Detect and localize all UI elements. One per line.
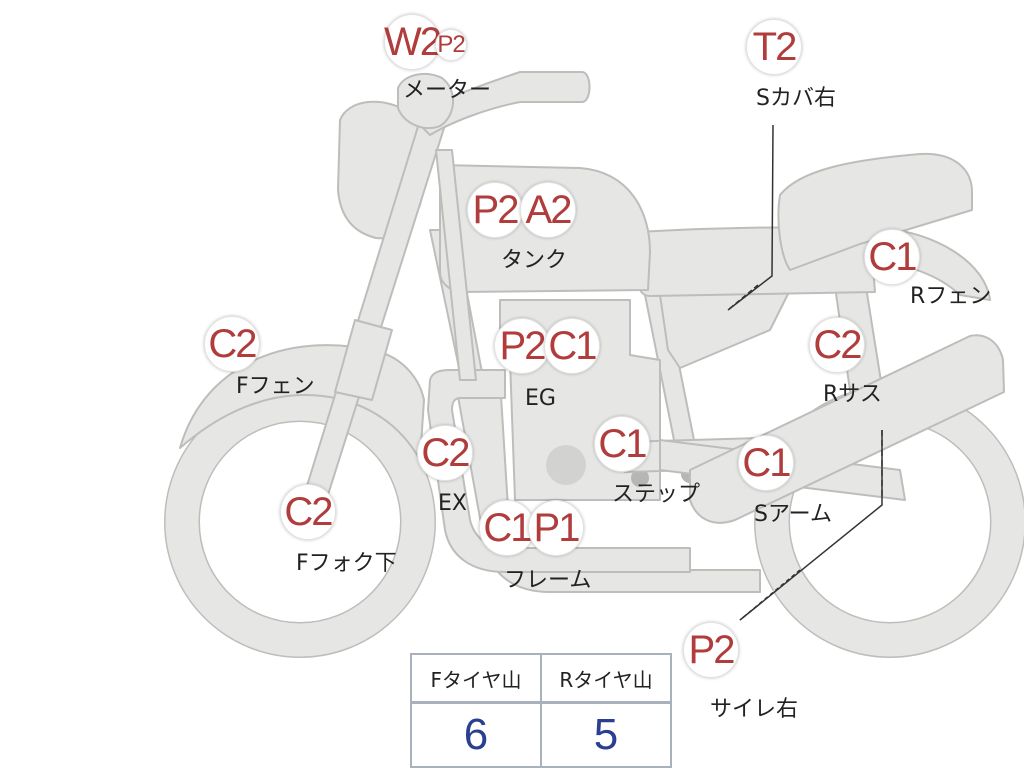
handlebar-shape (409, 71, 591, 136)
engine-label: EG (525, 386, 556, 411)
exhaust-label: EX (438, 491, 467, 516)
tank-label: タンク (501, 248, 568, 273)
front-fender-label: Fフェン (236, 374, 315, 399)
meter-w2-marker: W2 (384, 14, 442, 70)
frame-p1-marker: P1 (528, 500, 584, 556)
engine-c1-marker: C1 (544, 318, 600, 374)
rear-fender-c1-marker: C1 (864, 229, 920, 285)
silencer-label: サイレ右 (710, 697, 799, 722)
meter-label: メーター (403, 78, 492, 103)
exhaust-c2-marker: C2 (417, 425, 473, 481)
frame-c1-marker: C1 (479, 500, 535, 556)
side-cover-label: Sカバ右 (756, 86, 836, 111)
side-cover-shape (659, 289, 791, 369)
meter-p2-marker: P2 (435, 29, 467, 61)
tire-tread-table: Fタイヤ山 Rタイヤ山 6 5 (410, 653, 672, 768)
front-fork-lower-label: Fフォク下 (296, 551, 397, 576)
meter-shape (397, 72, 455, 129)
rear-tire-value: 5 (540, 701, 672, 768)
front-wheel (164, 386, 436, 658)
step-c1-marker: C1 (594, 416, 650, 472)
rear-suspension-label: Rサス (823, 382, 882, 407)
front-tire-value: 6 (410, 701, 542, 768)
rear-tire-header: Rタイヤ山 (540, 653, 672, 704)
side-cover-t2-marker: T2 (746, 19, 802, 75)
front-fork-lower-c2-marker: C2 (280, 484, 336, 540)
rear-suspension-c2-marker: C2 (809, 317, 865, 373)
seat-shape (777, 152, 973, 271)
step-label: ステップ (612, 482, 701, 507)
exhaust-pipe-shape (427, 369, 691, 573)
swing-arm-c1-marker: C1 (738, 435, 794, 491)
swing-arm-label: Sアーム (754, 502, 832, 527)
front-tire-header: Fタイヤ山 (410, 653, 542, 704)
engine-p2-marker: P2 (494, 318, 550, 374)
frame-label: フレーム (504, 568, 592, 593)
rear-fender-label: Rフェン (910, 284, 992, 309)
tank-p2-marker: P2 (467, 182, 523, 238)
silencer-p2-marker: P2 (683, 622, 739, 678)
tank-a2-marker: A2 (520, 182, 576, 238)
front-fender-c2-marker: C2 (204, 316, 260, 372)
